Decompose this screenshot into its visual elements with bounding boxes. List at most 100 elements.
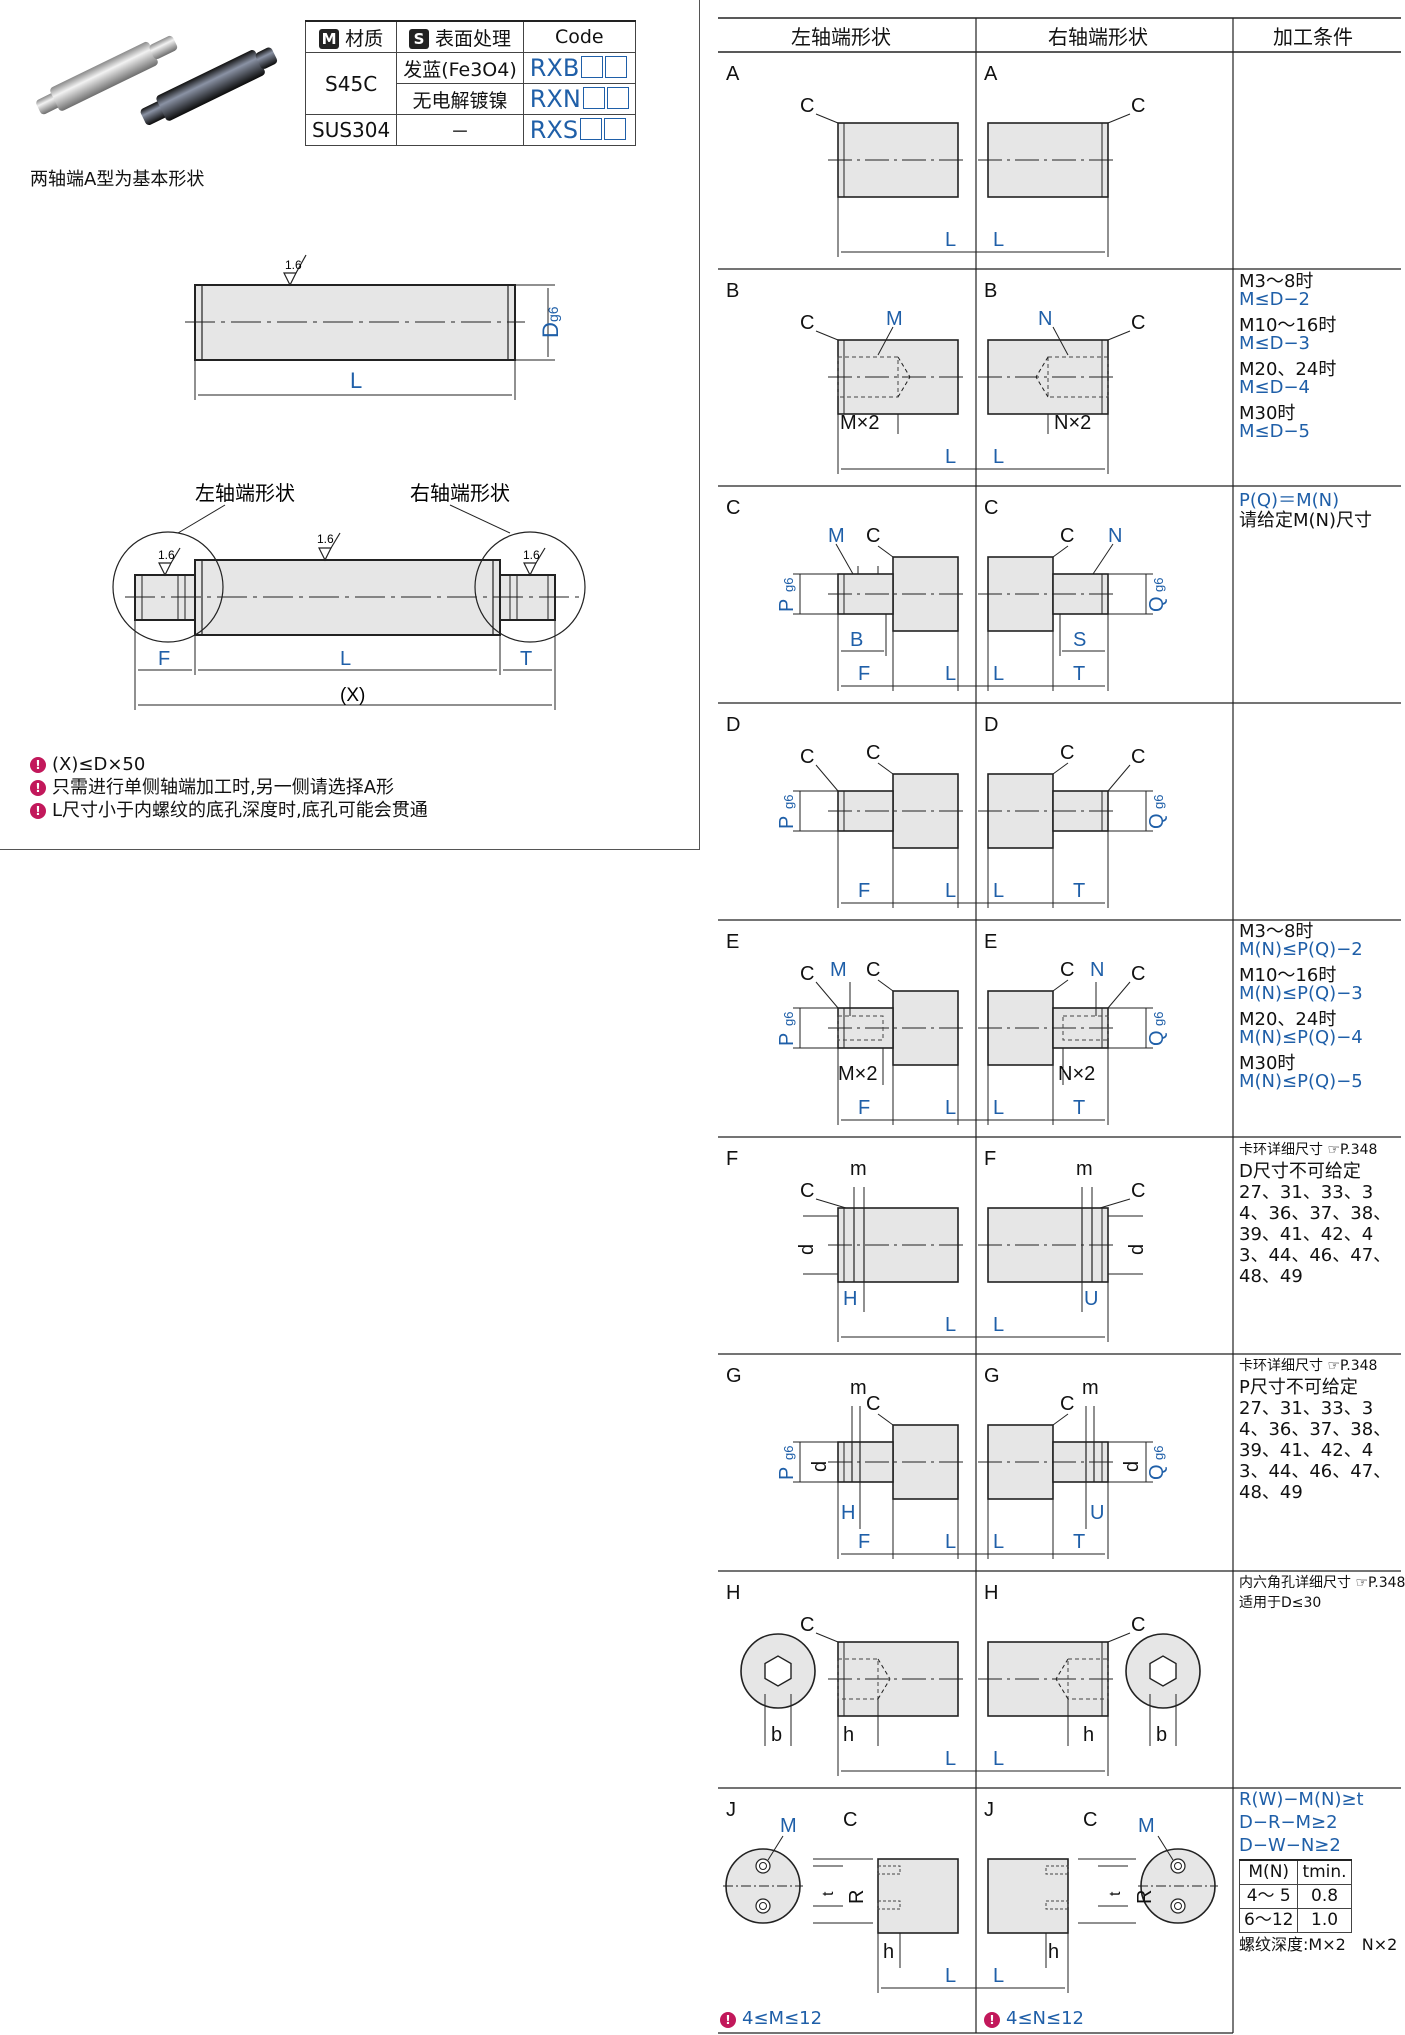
leader-label: N: [1038, 308, 1052, 330]
leader-label: M: [828, 525, 845, 547]
dim-g6: g6: [781, 795, 796, 809]
dim-L: L: [945, 229, 956, 251]
code-rxb: RXB: [522, 52, 636, 84]
note-item: !L尺寸小于内螺纹的底孔深度时,底孔可能会贯通: [30, 799, 428, 822]
leader-label: C: [800, 746, 814, 768]
dim-Q: Q: [1146, 813, 1168, 829]
dim-L: L: [945, 446, 956, 468]
dim-Q: Q: [1146, 596, 1168, 612]
dim-t: t: [820, 1891, 837, 1896]
leader-label: M: [830, 959, 847, 981]
svg-text:T: T: [520, 648, 532, 670]
surface-blackening: 发蓝(Fe3O4): [396, 52, 524, 84]
svg-text:L: L: [340, 648, 351, 670]
j-right-range: !4≤N≤12: [984, 2008, 1084, 2029]
type-label-left: G: [726, 1365, 742, 1387]
grid-header-left: 左轴端形状: [791, 26, 891, 49]
leader-label: M: [886, 308, 903, 330]
warning-icon: !: [30, 779, 46, 796]
leader-label: N: [1108, 525, 1122, 547]
type-label-right: H: [984, 1582, 998, 1604]
j-left-range: !4≤M≤12: [720, 2008, 822, 2029]
grid-header-cond: 加工条件: [1273, 26, 1353, 49]
condition-h: 内六角孔详细尺寸 ☞P.348 适用于D≤30: [1239, 1575, 1405, 1611]
basic-shape-note: 两轴端A型为基本形状: [30, 169, 205, 190]
leader-label: C: [843, 1809, 857, 1831]
dim-U: U: [1090, 1502, 1104, 1524]
condition-c: P(Q)＝M(N)请给定M(N)尺寸: [1239, 490, 1373, 531]
dim-L: L: [945, 663, 956, 685]
type-label-right: G: [984, 1365, 1000, 1387]
dim-h: h: [883, 1941, 894, 1963]
leader-label: C: [800, 312, 814, 334]
product-photo: [36, 35, 278, 126]
dim-H: H: [841, 1502, 855, 1524]
dim-F: F: [858, 663, 870, 685]
note-item: !(X)≤D×50: [30, 753, 428, 776]
dim-L: L: [993, 1097, 1004, 1119]
dim-L: L: [945, 1531, 956, 1553]
code-rxn: RXN: [522, 83, 636, 115]
condition-j: R(W)−M(N)≥t D−R−M≥2 D−W−N≥2 M(N)tmin. 4～…: [1238, 1789, 1398, 1954]
dim-P: P: [776, 1467, 798, 1480]
dim-T: T: [1073, 1097, 1085, 1119]
dim-L: L: [945, 1097, 956, 1119]
dim-m: m: [1082, 1377, 1099, 1399]
dim-h: h: [1048, 1941, 1059, 1963]
svg-text:1.6: 1.6: [317, 532, 334, 546]
type-label-left: J: [726, 1799, 736, 1821]
leader-label: C: [1060, 525, 1074, 547]
type-label-left: F: [726, 1148, 738, 1170]
leader-label: C: [800, 963, 814, 985]
basic-shaft-drawing: 1.6 D g6 L: [185, 254, 563, 400]
dim-m: m: [850, 1377, 867, 1399]
type-label-left: E: [726, 931, 739, 953]
dim-m: m: [1076, 1158, 1093, 1180]
dim-H: H: [843, 1288, 857, 1310]
leader-label: C: [1131, 746, 1145, 768]
leader-label: C: [800, 1180, 814, 1202]
type-label-right: E: [984, 931, 997, 953]
dim-R: R: [846, 1890, 868, 1904]
type-label-left: B: [726, 280, 739, 302]
leader-label: C: [1131, 95, 1145, 117]
dim-g6: g6: [1151, 578, 1166, 592]
leader-label: C: [1060, 1393, 1074, 1415]
dim-L: L: [993, 880, 1004, 902]
dim-F: F: [858, 880, 870, 902]
dim-g6: g6: [1151, 1012, 1166, 1026]
dim-h: h: [843, 1724, 854, 1746]
book-icon: ☞: [1327, 1358, 1341, 1374]
svg-text:g6: g6: [545, 306, 561, 322]
leader-label: C: [1060, 742, 1074, 764]
condition-f: 卡环详细尺寸 ☞P.348 D尺寸不可给定 27、31、33、34、36、37、…: [1239, 1142, 1392, 1287]
svg-text:D: D: [538, 322, 563, 338]
svg-text:左轴端形状: 左轴端形状: [195, 482, 295, 505]
dim-L: L: [993, 1965, 1004, 1987]
end-shape-drawing: 左轴端形状 右轴端形状 1.6 1.6 1.6: [112, 482, 586, 710]
warning-icon: !: [984, 2012, 1000, 2028]
leader-label: C: [866, 1393, 880, 1415]
type-label-right: A: [984, 63, 998, 85]
dim-b: b: [771, 1724, 782, 1746]
leader-label: C: [1131, 312, 1145, 334]
leader-label: N: [1090, 959, 1104, 981]
leader-label: C: [800, 1614, 814, 1636]
code-rxs: RXS: [522, 114, 636, 146]
dim-T: T: [1073, 1531, 1085, 1553]
leader-label: C: [866, 525, 880, 547]
svg-text:1.6: 1.6: [285, 258, 302, 272]
dim-t: t: [1107, 1891, 1124, 1896]
leader-label: C: [1131, 1180, 1145, 1202]
leader-label: C: [866, 742, 880, 764]
dim-h: h: [1083, 1724, 1094, 1746]
dim-L: L: [945, 1965, 956, 1987]
dim-L: L: [993, 229, 1004, 251]
dim-P: P: [776, 1033, 798, 1046]
dim-S: S: [1073, 629, 1086, 651]
